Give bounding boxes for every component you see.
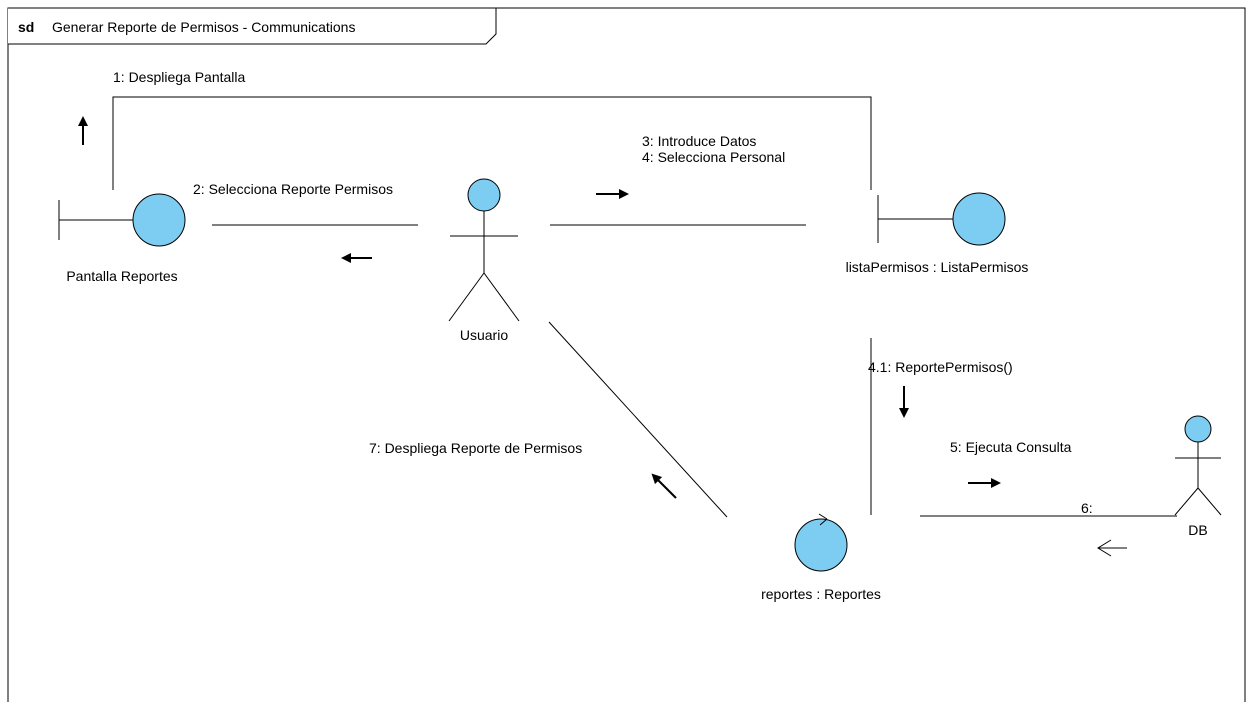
link-pantalla-lista <box>112 96 872 190</box>
actor-db[interactable]: DB <box>1174 415 1222 538</box>
message-1-label: 1: Despliega Pantalla <box>113 69 246 85</box>
boundary-lista-permisos[interactable]: listaPermisos : ListaPermisos <box>846 192 1029 275</box>
boundary-pantalla-reportes[interactable]: Pantalla Reportes <box>58 193 186 284</box>
pantalla-label: Pantalla Reportes <box>66 268 177 284</box>
message-3-label: 3: Introduce Datos <box>642 133 756 149</box>
frame-title: Generar Reporte de Permisos - Communicat… <box>52 19 355 35</box>
usuario-label: Usuario <box>460 327 508 343</box>
message-4-label: 4: Selecciona Personal <box>642 149 785 165</box>
db-label: DB <box>1188 522 1207 538</box>
message-4-1-label: 4.1: ReportePermisos() <box>868 359 1013 375</box>
lista-label: listaPermisos : ListaPermisos <box>846 259 1029 275</box>
message-7-label: 7: Despliega Reporte de Permisos <box>369 440 582 456</box>
message-2-label: 2: Selecciona Reporte Permisos <box>193 181 393 197</box>
frame-keyword: sd <box>18 19 34 35</box>
message-6-label: 6: <box>1081 500 1093 516</box>
reportes-label: reportes : Reportes <box>761 586 881 602</box>
message-arrows <box>78 116 1001 499</box>
message-labels: 1: Despliega Pantalla 2: Selecciona Repo… <box>113 69 1093 516</box>
link-usuario-reportes <box>548 321 728 518</box>
diagram-frame: sd Generar Reporte de Permisos - Communi… <box>7 7 1246 702</box>
control-reportes[interactable]: reportes : Reportes <box>761 513 881 602</box>
actor-usuario[interactable]: Usuario <box>448 178 520 343</box>
message-6-arrow <box>1097 539 1127 557</box>
message-7-arrow <box>651 473 677 499</box>
message-5-label: 5: Ejecuta Consulta <box>950 439 1072 455</box>
links <box>112 96 1177 518</box>
